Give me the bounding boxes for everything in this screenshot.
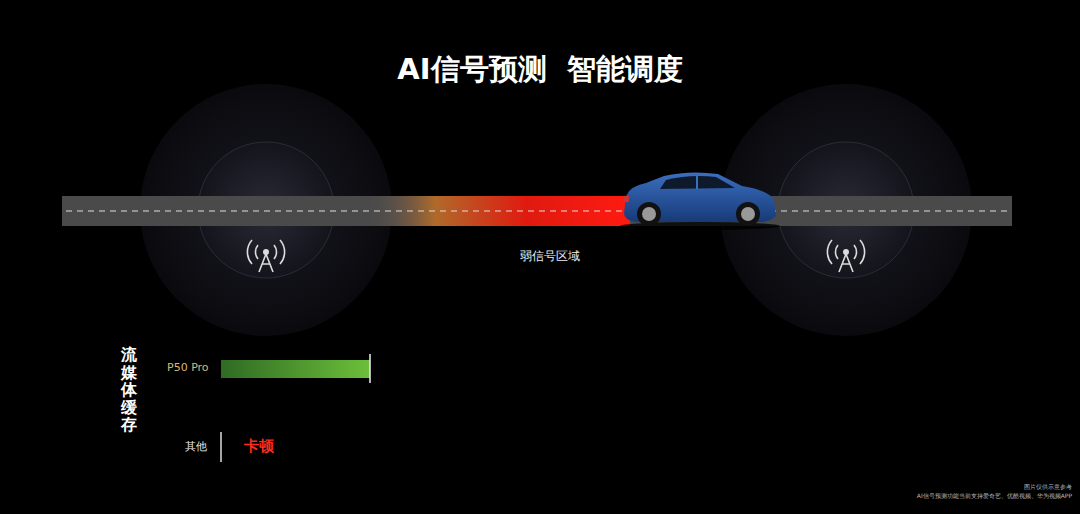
- phone-label: 其他: [185, 439, 207, 454]
- bar-start: [220, 432, 222, 462]
- lane-line: [66, 210, 1008, 211]
- road: [62, 196, 1012, 226]
- fine-print: AI信号预测功能当前支持爱奇艺、优酷视频、华为视频APP: [917, 492, 1072, 501]
- cache-bar: [221, 360, 370, 378]
- bar-end: [369, 354, 371, 383]
- zone-label: 弱信号区域: [520, 248, 580, 265]
- car: [620, 172, 780, 230]
- fine-print: 图片仅供示意参考: [1024, 483, 1072, 492]
- status-label: 卡顿: [244, 437, 274, 456]
- title: AI信号预测 智能调度: [397, 50, 682, 90]
- tower-icon: [247, 240, 864, 272]
- axis-label: 流媒体缓存: [121, 346, 137, 434]
- phone-label: P50 Pro: [167, 361, 209, 374]
